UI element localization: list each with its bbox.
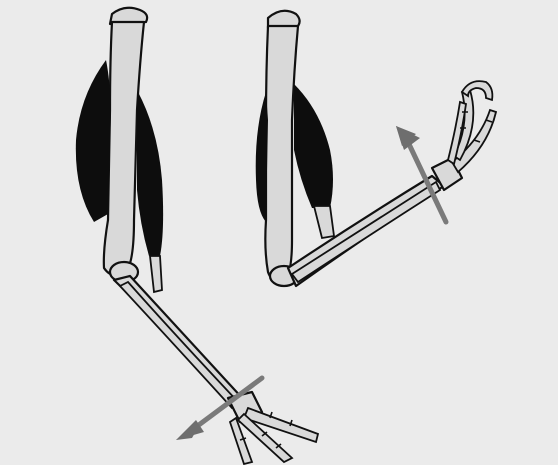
right-humerus [265,26,298,281]
right-extensor-muscle [294,84,333,208]
right-tendon [314,206,334,238]
right-flexor-muscle [256,92,268,222]
